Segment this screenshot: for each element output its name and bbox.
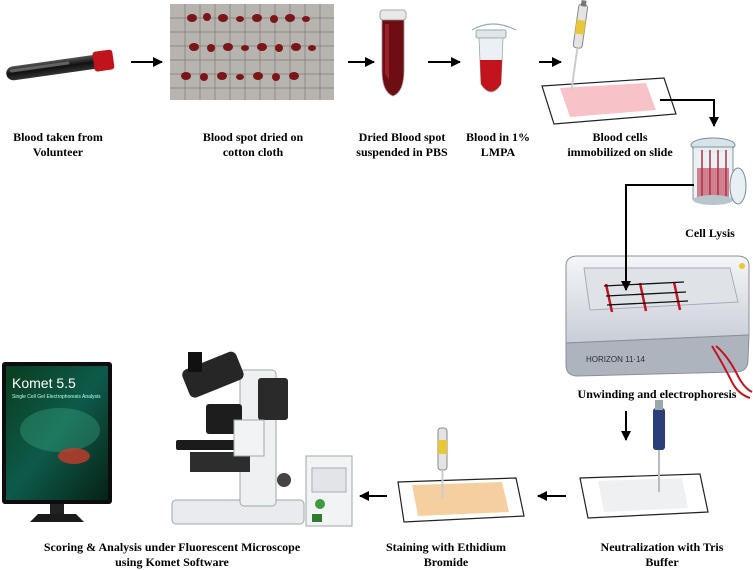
gel-box-brand: HORIZON 11·14 bbox=[586, 355, 646, 364]
label-blood-in-lmpa: Blood in 1% LMPA bbox=[465, 130, 531, 159]
pbs-tube-illustration bbox=[379, 9, 407, 97]
lysis-jar-illustration bbox=[690, 137, 747, 205]
slide-orange-illustration bbox=[397, 427, 525, 523]
label-scoring: Scoring & Analysis under Fluorescent Mic… bbox=[43, 540, 301, 569]
label-unwinding-electrophoresis: Unwinding and electrophoresis bbox=[577, 387, 737, 401]
label-blood-taken: Blood taken from Volunteer bbox=[13, 130, 103, 159]
arrow-5-6 bbox=[660, 99, 719, 127]
label-blood-spot-dried: Blood spot dried on cotton cloth bbox=[202, 130, 304, 159]
label-blood-cells-immobilized: Blood cells immobilized on slide bbox=[567, 130, 673, 159]
monitor-subtitle: Single Cell Gel Electrophoresis Analysis bbox=[12, 394, 101, 400]
label-neutralization: Neutralization with Tris Buffer bbox=[600, 540, 724, 569]
blood-tube-illustration bbox=[6, 49, 115, 81]
label-cell-lysis: Cell Lysis bbox=[685, 226, 735, 240]
label-staining: Staining with Ethidium Bromide bbox=[385, 540, 507, 569]
cotton-cloth-illustration bbox=[170, 4, 334, 100]
electrophoresis-box-illustration bbox=[565, 255, 753, 399]
lmpa-tube-illustration bbox=[471, 23, 517, 93]
monitor-title: Komet 5.5 bbox=[12, 375, 76, 391]
power-supply-illustration bbox=[305, 455, 353, 527]
flow-arrows bbox=[131, 57, 719, 501]
monitor-illustration bbox=[2, 362, 112, 522]
microscope-illustration bbox=[171, 351, 305, 525]
label-dried-blood-spot-suspended: Dried Blood spot suspended in PBS bbox=[356, 130, 448, 159]
arrow-6-7 bbox=[621, 184, 694, 291]
slide-pink-illustration bbox=[541, 0, 677, 125]
slide-white-illustration bbox=[579, 400, 709, 519]
